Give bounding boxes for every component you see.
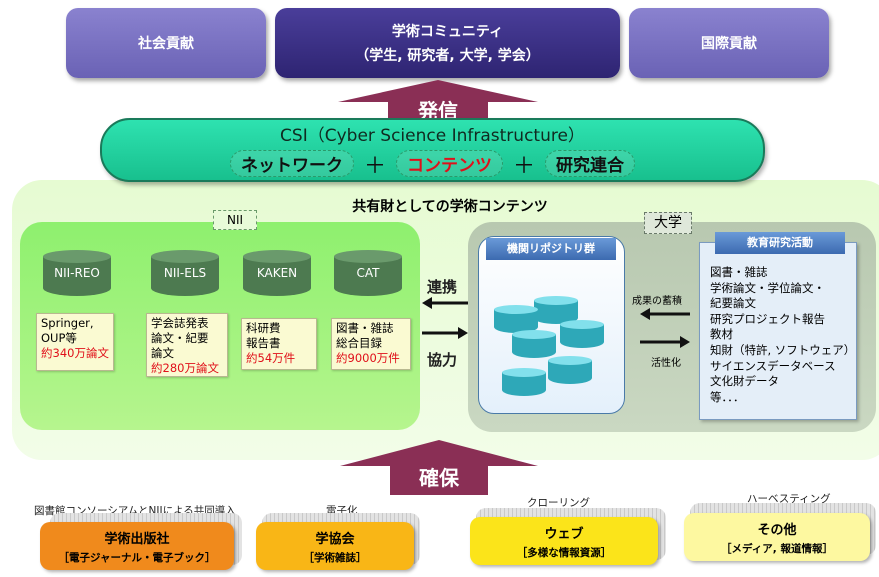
academic-community-title: 学術コミュニティ bbox=[391, 24, 504, 40]
publisher-card: 学術出版社 ［電子ジャーナル・電子ブック］ bbox=[40, 522, 234, 570]
network-component: ネットワーク bbox=[229, 150, 354, 177]
csi-title: CSI（Cyber Science Infrastructure） bbox=[280, 125, 585, 146]
other-title: その他 bbox=[757, 522, 797, 538]
card-count: 約280万論文 bbox=[151, 361, 219, 375]
right-arrow-icon bbox=[422, 327, 468, 339]
card-line: 論文・紀要 bbox=[151, 331, 209, 345]
card-line: Springer, bbox=[41, 316, 94, 330]
harvesting-label: ハーベスティング bbox=[747, 493, 831, 505]
education-research-title: 教育研究活動 bbox=[715, 232, 845, 254]
card-line: 図書・雑誌 bbox=[336, 321, 394, 335]
nii-els-card: 学会誌発表 論文・紀要 論文 約280万論文 bbox=[146, 313, 228, 377]
kaken-card: 科研費 報告書 約54万件 bbox=[241, 318, 317, 370]
cat-card: 図書・雑誌 総合目録 約9000万件 bbox=[331, 318, 411, 370]
card-count: 約54万件 bbox=[246, 351, 296, 365]
web-card: ウェブ ［多様な情報資源］ bbox=[470, 517, 658, 565]
link-label: 連携 bbox=[427, 278, 458, 296]
repository-database-icon bbox=[560, 320, 604, 348]
dissemination-arrow-icon bbox=[338, 80, 538, 122]
card-count: 約340万論文 bbox=[41, 346, 109, 360]
publisher-title: 学術出版社 bbox=[104, 531, 170, 547]
international-contribution-label: 国際貢献 bbox=[701, 36, 757, 52]
nii-els-label: NII-ELS bbox=[163, 266, 207, 280]
activation-arrow-icon bbox=[640, 336, 690, 348]
card-line: 学会誌発表 bbox=[151, 316, 209, 330]
accumulation-label: 成果の蓄積 bbox=[632, 296, 682, 307]
society-subtitle: ［学術雑誌］ bbox=[303, 551, 367, 564]
cat-label: CAT bbox=[356, 266, 380, 280]
repository-title: 機関リポジトリ群 bbox=[486, 238, 616, 260]
acquisition-label: 確保 bbox=[419, 466, 459, 490]
card-line: 報告書 bbox=[246, 336, 281, 350]
social-contribution-label: 社会貢献 bbox=[138, 36, 194, 52]
contents-component: コンテンツ bbox=[396, 150, 503, 177]
education-research-item: 図書・雑誌 bbox=[710, 265, 768, 279]
education-research-list: 図書・雑誌学術論文・学位論文・紀要論文研究プロジェクト報告教材知財（特許, ソフ… bbox=[710, 265, 856, 405]
publisher-subtitle: ［電子ジャーナル・電子ブック］ bbox=[58, 551, 216, 564]
repository-database-icon bbox=[534, 296, 578, 324]
education-research-item: 紀要論文 bbox=[710, 296, 756, 311]
activation-label: 活性化 bbox=[651, 358, 681, 369]
repository-database-icon bbox=[502, 368, 546, 396]
nii-reo-card: Springer, OUP等 約340万論文 bbox=[36, 313, 114, 371]
education-research-item: 教材 bbox=[710, 327, 733, 342]
nii-label: NII bbox=[213, 210, 257, 230]
cooperation-label: 協力 bbox=[427, 351, 458, 369]
society-card: 学協会 ［学術雑誌］ bbox=[256, 522, 414, 570]
repository-database-icon bbox=[494, 305, 538, 333]
education-research-item: サイエンスデータベース bbox=[710, 358, 836, 373]
international-contribution-box: 国際貢献 bbox=[629, 8, 829, 78]
other-subtitle: ［メディア, 報道情報］ bbox=[721, 542, 833, 555]
other-card: その他 ［メディア, 報道情報］ bbox=[684, 513, 870, 561]
plus-icon: ＋ bbox=[363, 153, 386, 179]
card-line: 論文 bbox=[151, 346, 174, 360]
repository-database-icon bbox=[548, 356, 592, 384]
nii-reo-database-icon: NII-REO bbox=[43, 250, 111, 296]
kaken-database-icon: KAKEN bbox=[243, 250, 311, 296]
kaken-label: KAKEN bbox=[256, 266, 298, 280]
cat-database-icon: CAT bbox=[334, 250, 402, 296]
csi-components: ネットワーク ＋ コンテンツ ＋ 研究連合 bbox=[229, 148, 636, 180]
education-research-box: 図書・雑誌学術論文・学位論文・紀要論文研究プロジェクト報告教材知財（特許, ソフ… bbox=[699, 242, 857, 420]
card-line: 総合目録 bbox=[336, 336, 382, 350]
university-label: 大学 bbox=[644, 212, 692, 234]
plus-icon: ＋ bbox=[513, 153, 536, 179]
card-count: 約9000万件 bbox=[336, 351, 400, 365]
education-research-item: 文化財データ bbox=[710, 374, 779, 389]
academic-community-members: （学生, 研究者, 大学, 学会） bbox=[355, 48, 540, 64]
society-title: 学協会 bbox=[315, 531, 355, 547]
social-contribution-box: 社会貢献 bbox=[66, 8, 266, 78]
acquisition-arrow-icon bbox=[340, 440, 538, 495]
education-research-item: 学術論文・学位論文・ bbox=[710, 280, 825, 295]
education-research-item: 等．．． bbox=[710, 389, 745, 404]
education-research-item: 研究プロジェクト報告 bbox=[710, 311, 825, 326]
nii-els-database-icon: NII-ELS bbox=[151, 250, 219, 296]
repository-database-icon bbox=[512, 330, 556, 358]
education-research-item: 知財（特許, ソフトウェア） bbox=[710, 342, 856, 357]
left-arrow-icon bbox=[422, 297, 468, 309]
nii-reo-label: NII-REO bbox=[54, 266, 100, 280]
card-line: 科研費 bbox=[246, 321, 281, 335]
crawling-label: クローリング bbox=[527, 497, 590, 509]
web-title: ウェブ bbox=[544, 526, 584, 542]
csi-banner: CSI（Cyber Science Infrastructure） ネットワーク… bbox=[100, 118, 765, 182]
academic-community-box: 学術コミュニティ （学生, 研究者, 大学, 学会） bbox=[275, 8, 620, 78]
shared-contents-title: 共有財としての学術コンテンツ bbox=[352, 199, 548, 215]
web-subtitle: ［多様な情報資源］ bbox=[516, 546, 612, 559]
card-line: OUP等 bbox=[41, 331, 77, 345]
research-collab-component: 研究連合 bbox=[545, 150, 636, 177]
accumulation-arrow-icon bbox=[640, 308, 690, 320]
